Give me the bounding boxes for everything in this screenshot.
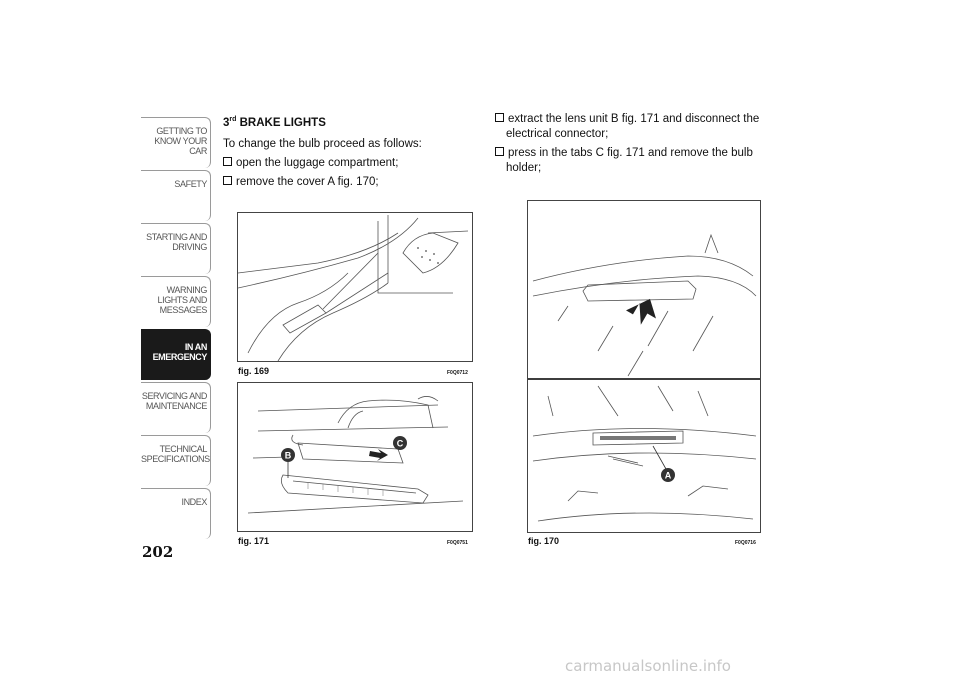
checkbox-bullet-icon: [223, 156, 232, 166]
cover-removal-illustration: [238, 215, 469, 361]
label-c: C: [397, 439, 404, 449]
tab-safety[interactable]: SAFETY: [141, 170, 211, 221]
tab-technical[interactable]: TECHNICAL SPECIFICATIONS: [141, 435, 211, 486]
step-item: press in the tabs C fig. 171 and remove …: [495, 146, 780, 176]
figure-169-image: [237, 212, 473, 362]
lens-unit-illustration: C B: [247, 396, 464, 514]
tab-starting-driving[interactable]: STARTING AND DRIVING: [141, 223, 211, 274]
figure-170-image: A: [527, 200, 761, 533]
step-item: extract the lens unit B fig. 171 and dis…: [495, 112, 780, 142]
step-item: remove the cover A fig. 170;: [223, 175, 488, 190]
step-item: open the luggage compartment;: [223, 156, 488, 171]
chapter-tabs: GETTING TO KNOW YOUR CAR SAFETY STARTING…: [141, 117, 211, 541]
left-column: 3rd BRAKE LIGHTS To change the bulb proc…: [223, 112, 488, 194]
figure-171-image: C B: [237, 382, 473, 532]
figure-170-code: F0Q0716: [735, 540, 756, 546]
tab-getting-to-know[interactable]: GETTING TO KNOW YOUR CAR: [141, 117, 211, 168]
tab-in-an-emergency[interactable]: IN AN EMERGENCY: [141, 329, 211, 380]
tab-index[interactable]: INDEX: [141, 488, 211, 539]
tab-servicing[interactable]: SERVICING AND MAINTENANCE: [141, 382, 211, 433]
intro-text: To change the bulb proceed as follows:: [223, 137, 422, 150]
right-column: extract the lens unit B fig. 171 and dis…: [495, 112, 780, 180]
section-heading: 3rd BRAKE LIGHTS: [223, 116, 326, 129]
figure-169-code: F0Q0712: [447, 370, 468, 376]
label-b: B: [285, 451, 292, 461]
figure-169-caption: fig. 169: [238, 366, 270, 376]
page-number: 202: [142, 543, 174, 561]
checkbox-bullet-icon: [495, 147, 504, 156]
rear-window-illustration: A: [528, 233, 760, 522]
label-a: A: [665, 471, 672, 481]
checkbox-bullet-icon: [495, 113, 504, 122]
footer-watermark: carmanualsonline.info: [565, 657, 731, 675]
tab-warning-lights[interactable]: WARNING LIGHTS AND MESSAGES: [141, 276, 211, 327]
checkbox-bullet-icon: [223, 175, 232, 185]
figure-171-caption: fig. 171: [238, 536, 270, 546]
figure-171-code: F0Q0751: [447, 540, 468, 546]
figure-170-caption: fig. 170: [528, 536, 560, 546]
